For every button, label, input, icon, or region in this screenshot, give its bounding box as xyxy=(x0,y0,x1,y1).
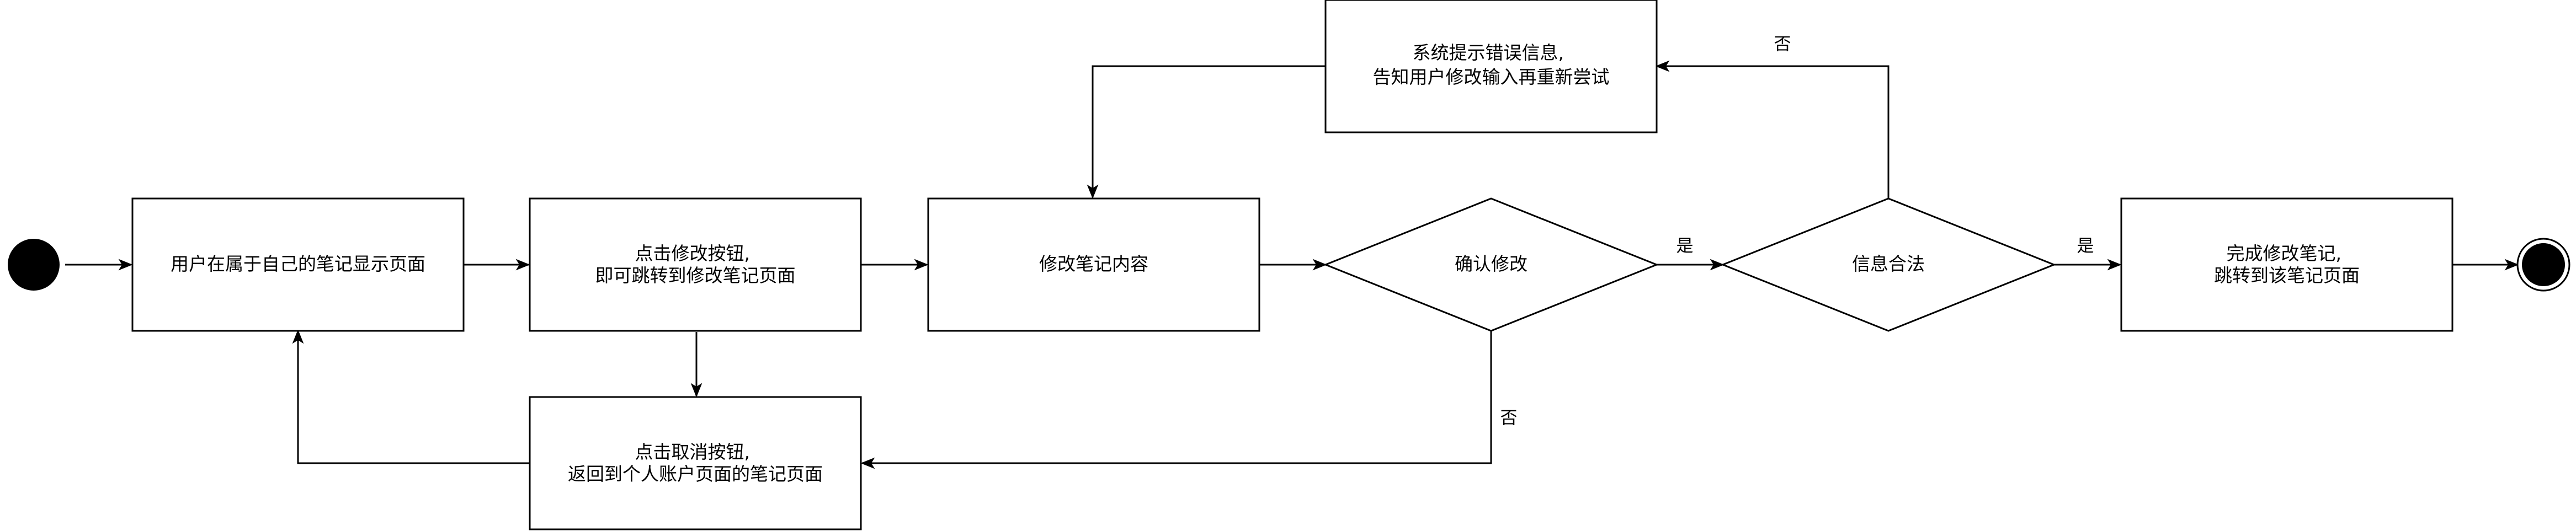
node-view-note-page-label: 用户在属于自己的笔记显示页面 xyxy=(171,253,425,275)
decision-info-valid: 信息合法 xyxy=(1720,197,2057,332)
edges xyxy=(65,60,2519,469)
node-cancel-label: 点击取消按钮, 返回到个人账户页面的笔记页面 xyxy=(568,441,823,485)
edge-valid-no-to-error xyxy=(1655,60,1890,199)
decision-confirm-edit-label: 确认修改 xyxy=(1455,253,1527,275)
node-edit-content: 修改笔记内容 xyxy=(927,197,1260,332)
node-edit-content-label: 修改笔记内容 xyxy=(1039,253,1148,275)
node-error-prompt: 系统提示错误信息, 告知用户修改输入再重新尝试 xyxy=(1324,0,1658,133)
node-view-note-page: 用户在属于自己的笔记显示页面 xyxy=(131,197,465,332)
node-cancel: 点击取消按钮, 返回到个人账户页面的笔记页面 xyxy=(529,396,862,530)
edge-label-valid-yes: 是 xyxy=(2077,237,2094,256)
edge-label-valid-no: 否 xyxy=(1774,35,1791,55)
decision-confirm-edit: 确认修改 xyxy=(1323,197,1659,332)
node-click-edit: 点击修改按钮, 即可跳转到修改笔记页面 xyxy=(529,197,862,332)
edge-confirm-no-to-cancel xyxy=(860,331,1492,469)
edge-label-confirm-yes: 是 xyxy=(1676,237,1694,256)
edge-label-confirm-no: 否 xyxy=(1500,409,1518,428)
end-node xyxy=(2516,238,2570,292)
node-complete-edit: 完成修改笔记, 跳转到该笔记页面 xyxy=(2120,197,2453,332)
decision-info-valid-label: 信息合法 xyxy=(1852,253,1925,275)
edge-error-to-edit-content xyxy=(1087,65,1326,199)
node-click-edit-label: 点击修改按钮, 即可跳转到修改笔记页面 xyxy=(595,243,796,286)
start-node xyxy=(8,239,60,291)
node-error-prompt-label: 系统提示错误信息, 告知用户修改输入再重新尝试 xyxy=(1373,42,1610,88)
edge-cancel-to-view xyxy=(292,329,530,464)
node-complete-edit-label: 完成修改笔记, 跳转到该笔记页面 xyxy=(2214,243,2360,286)
